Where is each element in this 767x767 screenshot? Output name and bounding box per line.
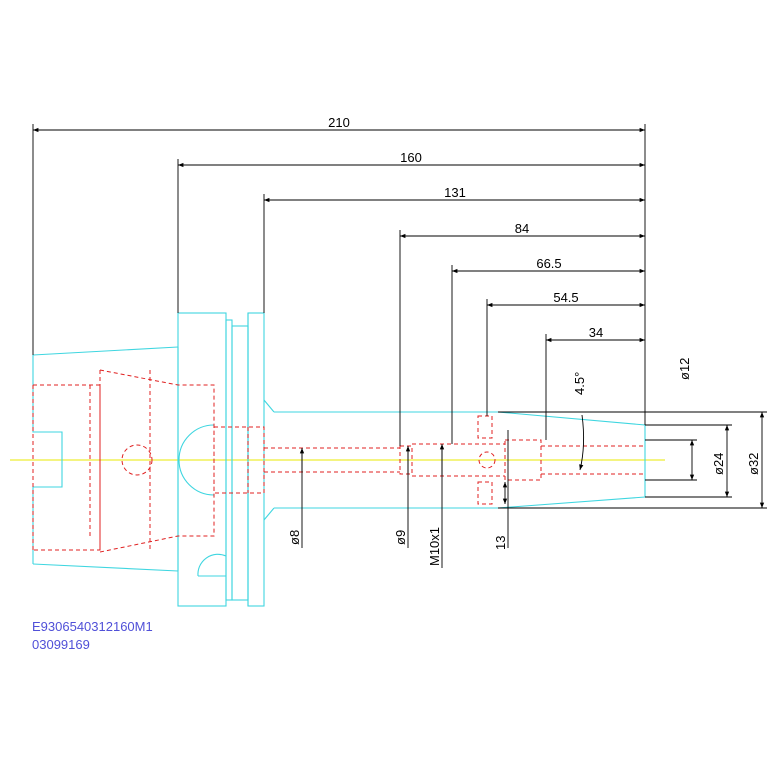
dim-dia-coolant: ø8: [287, 530, 302, 545]
dim-taper-angle: 4.5°: [572, 372, 587, 395]
dim-flange-to-tip: 160: [400, 150, 422, 165]
order-number: 03099169: [32, 637, 90, 652]
part-number: E9306540312160M1: [32, 619, 153, 634]
dim-collar-to-tip: 131: [444, 185, 466, 200]
dimension-lines: [32, 124, 767, 568]
dim-dia-body: ø32: [746, 453, 761, 475]
holder-outline: [32, 312, 646, 607]
hidden-features: [32, 369, 645, 553]
dim-dia-bore: ø9: [393, 530, 408, 545]
dim-slot-width: 13: [493, 536, 508, 550]
dim-thread: M10x1: [427, 527, 442, 566]
dim-slot-start: 54.5: [553, 290, 578, 305]
dim-dia-bore-small: ø12: [677, 358, 692, 380]
dim-overall-length: 210: [328, 115, 350, 130]
dim-bore-start: 84: [515, 221, 529, 236]
dim-dia-nose: ø24: [711, 453, 726, 475]
dim-clamp-length: 34: [589, 325, 603, 340]
dim-thread-start: 66.5: [536, 256, 561, 271]
